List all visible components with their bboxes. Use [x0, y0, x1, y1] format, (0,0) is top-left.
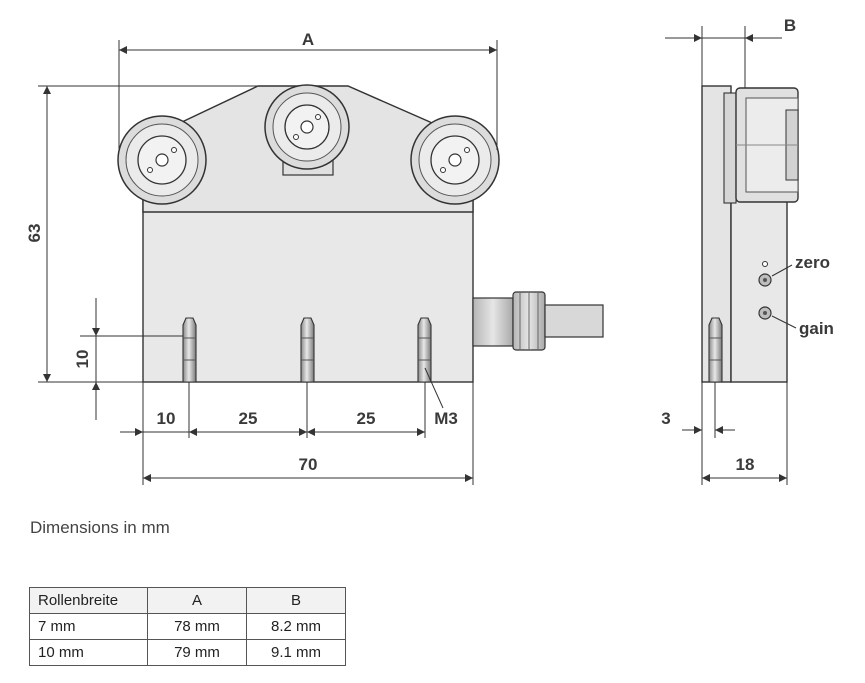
technical-drawing: A 63 10 10 25 25 70 M3: [25, 16, 834, 485]
table-cell: 9.1 mm: [246, 639, 346, 666]
table-header-cell: B: [246, 587, 346, 614]
table-row: 10 mm 79 mm 9.1 mm: [29, 639, 346, 666]
dim-18-label: 18: [736, 455, 755, 474]
table-cell: 78 mm: [147, 613, 247, 640]
dim-3-label: 3: [661, 409, 670, 428]
table-cell: 8.2 mm: [246, 613, 346, 640]
dim-25-left-label: 25: [239, 409, 258, 428]
table-cell: 79 mm: [147, 639, 247, 666]
dim-a-label: A: [302, 30, 314, 49]
table-row: 7 mm 78 mm 8.2 mm: [29, 613, 346, 640]
front-dimensions: [38, 40, 498, 485]
right-roller: [410, 115, 500, 205]
mounting-pin: [182, 317, 197, 383]
dimensions-caption: Dimensions in mm: [30, 518, 170, 537]
front-view: [117, 84, 604, 383]
side-dimensions: [665, 26, 788, 485]
dim-25-right-label: 25: [357, 409, 376, 428]
table-header-cell: Rollenbreite: [29, 587, 148, 614]
table-header-row: Rollenbreite A B: [29, 587, 346, 614]
zero-label: zero: [795, 253, 830, 272]
center-roller: [264, 84, 350, 176]
table-header-cell: A: [147, 587, 247, 614]
dim-70-label: 70: [299, 455, 318, 474]
mounting-pin: [417, 317, 432, 383]
left-roller: [117, 115, 207, 205]
dim-63-label: 63: [25, 224, 44, 243]
mounting-pin: [300, 317, 315, 383]
dimensions-table: Rollenbreite A B 7 mm 78 mm 8.2 mm 10 mm…: [29, 587, 346, 666]
table-cell: 10 mm: [29, 639, 148, 666]
gain-label: gain: [799, 319, 834, 338]
table-cell: 7 mm: [29, 613, 148, 640]
cable-connector: [472, 291, 604, 351]
side-housing: [730, 199, 788, 383]
side-view: [701, 85, 799, 383]
side-mounting-pin: [708, 317, 723, 383]
thread-m3-label: M3: [434, 409, 458, 428]
dim-10-horizontal-label: 10: [157, 409, 176, 428]
dim-b-label: B: [784, 16, 796, 35]
dim-10-vertical-label: 10: [73, 350, 92, 369]
